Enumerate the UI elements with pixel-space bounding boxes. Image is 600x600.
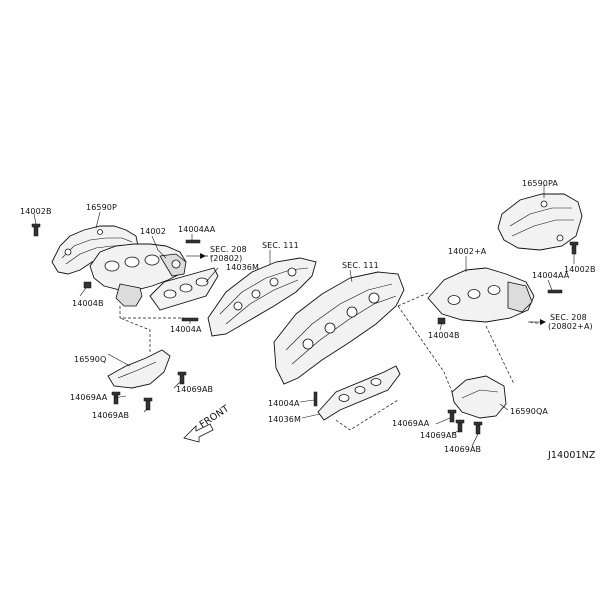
label-14004a-mid: 14004A [268,399,300,408]
bolt-14069ab-right-1[interactable] [455,419,465,433]
diagram-id: J14001NZ [547,450,596,461]
gasket-14036m-left[interactable] [149,267,219,311]
label-14004b-right: 14004B [428,331,460,340]
label-14002: 14002 [140,227,166,236]
nut-14004b-left[interactable] [83,281,92,289]
label-sec111-right: SEC. 111 [342,261,379,270]
leader-lines [33,184,575,447]
label-sec111-left: SEC. 111 [262,241,299,250]
heat-shield-16590pa[interactable] [497,193,583,251]
label-14002b-right: 14002B [564,265,596,274]
label-14036m-top: 14036M [226,263,259,272]
bolt-14069ab-left-r[interactable] [177,371,187,385]
stud-14004aa-top[interactable] [185,239,201,244]
heat-shield-16590q[interactable] [107,349,171,389]
label-14069aa-left: 14069AA [70,393,108,402]
dashed-alignment-lines [119,255,543,431]
label-16590p: 16590P [86,203,117,212]
cylinder-head-left[interactable] [207,257,317,337]
label-14004b-left: 14004B [72,299,104,308]
label-14004aa-top: 14004AA [178,225,216,234]
exhaust-manifold-14002a[interactable] [427,267,535,323]
arrow-sec208-right [528,319,546,325]
label-14069ab-left-b: 14069AB [92,411,129,420]
bolt-14069ab-right-2[interactable] [473,421,483,435]
label-14069ab-right-1: 14069AB [420,431,457,440]
bolt-14002b-right[interactable] [569,241,579,255]
bolt-14069aa-right[interactable] [447,409,457,423]
front-arrow-icon [183,423,214,443]
label-sec208-left-sub: (20802) [210,254,242,263]
label-14002a: 14002+A [448,247,487,256]
label-sec208-right-sub: (20802+A) [548,322,593,331]
gasket-14036m-right[interactable] [317,365,401,421]
bolt-14069ab-left-b[interactable] [143,397,153,411]
bolt-14002b-left[interactable] [31,223,41,237]
label-16590qa: 16590QA [510,407,548,416]
label-14004aa-right: 14004AA [532,271,570,280]
label-sec208-left: SEC. 208 [210,245,247,254]
arrow-sec208-left [186,253,206,259]
heat-shield-16590qa[interactable] [451,375,507,419]
cylinder-head-right[interactable] [273,271,405,385]
exhaust-manifold-14002[interactable] [89,243,187,307]
label-16590pa: 16590PA [522,179,558,188]
label-14002b-left: 14002B [20,207,52,216]
bolt-14069aa-left[interactable] [111,391,121,405]
label-16590q: 16590Q [74,355,106,364]
label-14004a-left: 14004A [170,325,202,334]
label-14036m-mid: 14036M [268,415,301,424]
label-sec208-right: SEC. 208 [550,313,587,322]
stud-14004a-mid[interactable] [313,391,318,407]
label-14069ab-left-r: 14069AB [176,385,213,394]
stud-14004aa-right[interactable] [547,289,563,294]
label-14069aa-right: 14069AA [392,419,430,428]
label-14069ab-right-2: 14069AB [444,445,481,454]
label-front: FRONT [198,403,232,430]
